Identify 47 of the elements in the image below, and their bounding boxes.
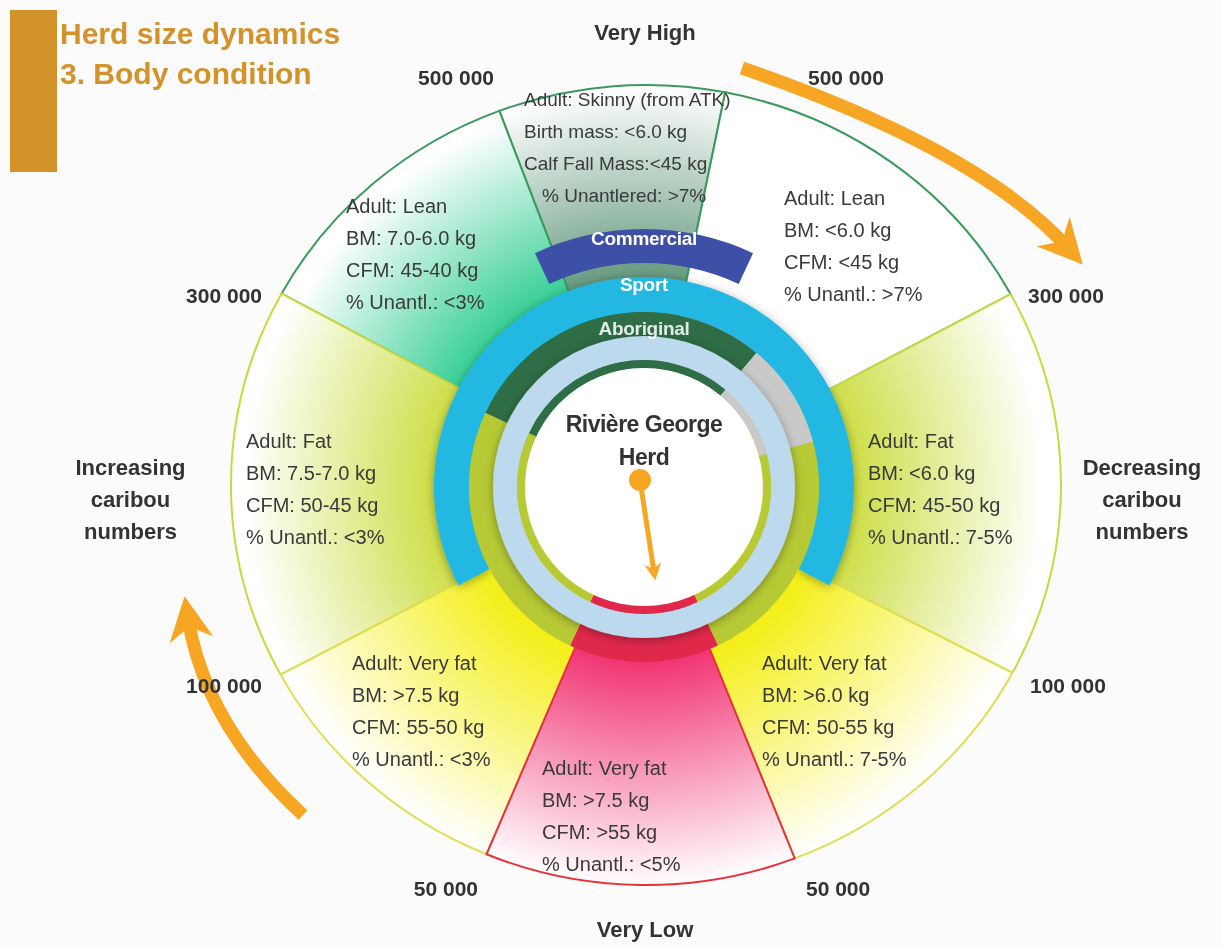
body-condition-text: Adult: Lean [346, 194, 448, 219]
scale-label: 500 000 [808, 65, 885, 91]
scale-label: Increasing caribou numbers [74, 454, 187, 546]
body-condition-text: Adult: Very fat [542, 756, 667, 781]
band-label: Sport [619, 273, 669, 297]
body-condition-text: CFM: <45 kg [784, 250, 900, 275]
body-condition-text: BM: >7.5 kg [352, 683, 460, 708]
body-condition-text: CFM: 50-45 kg [246, 493, 379, 518]
body-condition-text: CFM: 45-40 kg [346, 258, 479, 283]
body-condition-text: % Unantl.: 7-5% [762, 747, 907, 772]
body-condition-text: BM: <6.0 kg [868, 461, 976, 486]
body-condition-text: CFM: 50-55 kg [762, 715, 895, 740]
body-condition-text: Adult: Very fat [352, 651, 477, 676]
scale-label: Very High [593, 19, 697, 47]
body-condition-text: % Unantl.: 7-5% [868, 525, 1013, 550]
herd-name: Rivière George Herd [564, 410, 724, 472]
body-condition-text: CFM: >55 kg [542, 820, 658, 845]
body-condition-text: % Unantl.: <3% [346, 290, 485, 315]
body-condition-text: % Unantl.: <3% [352, 747, 491, 772]
band-label: Aboriginal [598, 317, 690, 341]
scale-label: 300 000 [185, 283, 262, 309]
body-condition-text: CFM: 55-50 kg [352, 715, 485, 740]
body-condition-text: CFM: 45-50 kg [868, 493, 1001, 518]
scale-label: 100 000 [1030, 673, 1107, 699]
body-condition-text: BM: >7.5 kg [542, 788, 650, 813]
scale-label: Decreasing caribou numbers [1081, 454, 1203, 546]
body-condition-text: Adult: Very fat [762, 651, 887, 676]
scale-label: 500 000 [417, 65, 494, 91]
title: Herd size dynamics [60, 16, 341, 52]
scale-label: 50 000 [806, 876, 872, 902]
body-condition-text: % Unantl.: <3% [246, 525, 385, 550]
body-condition-text: BM: <6.0 kg [784, 218, 892, 243]
scale-label: 50 000 [412, 876, 478, 902]
body-condition-text: BM: 7.0-6.0 kg [346, 226, 477, 251]
scale-label: Very Low [595, 916, 695, 944]
body-condition-text: % Unantl.: <5% [542, 852, 681, 877]
body-condition-text: BM: 7.5-7.0 kg [246, 461, 377, 486]
subtitle: 3. Body condition [60, 56, 312, 92]
body-condition-text: Adult: Fat [246, 429, 332, 454]
band-label: Commercial [591, 227, 697, 251]
body-condition-text: % Unantl.: >7% [784, 282, 923, 307]
scale-label: 300 000 [1028, 283, 1105, 309]
body-condition-text: Adult: Fat [868, 429, 954, 454]
body-condition-text: BM: >6.0 kg [762, 683, 870, 708]
body-condition-text: Adult: Lean [784, 186, 886, 211]
body-condition-text: Birth mass: <6.0 kg [524, 120, 688, 144]
body-condition-text: Calf Fall Mass:<45 kg [524, 152, 708, 176]
